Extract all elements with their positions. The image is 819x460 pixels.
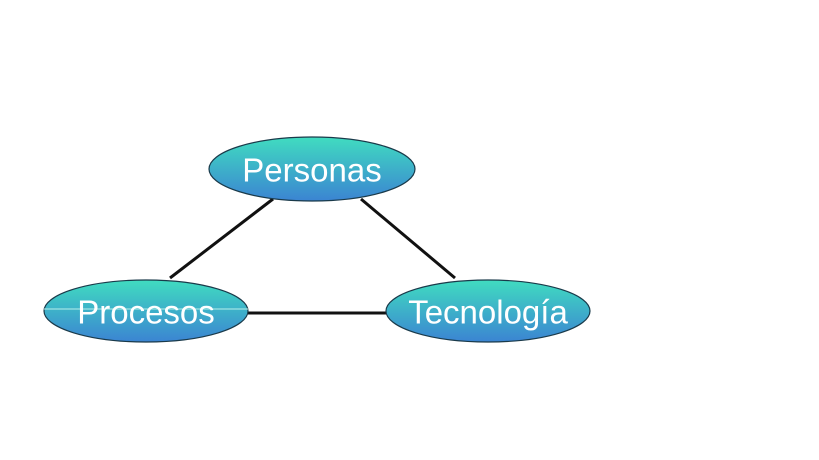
node-label: Personas	[242, 152, 381, 189]
node-tecnologia: Tecnología	[385, 279, 591, 343]
edge-personas-procesos	[169, 197, 274, 280]
node-personas: Personas	[208, 136, 416, 202]
node-label: Tecnología	[408, 294, 568, 331]
node-label: Procesos	[77, 294, 215, 331]
edge-personas-tecnologia	[360, 197, 456, 280]
node-procesos: Procesos	[43, 279, 249, 343]
